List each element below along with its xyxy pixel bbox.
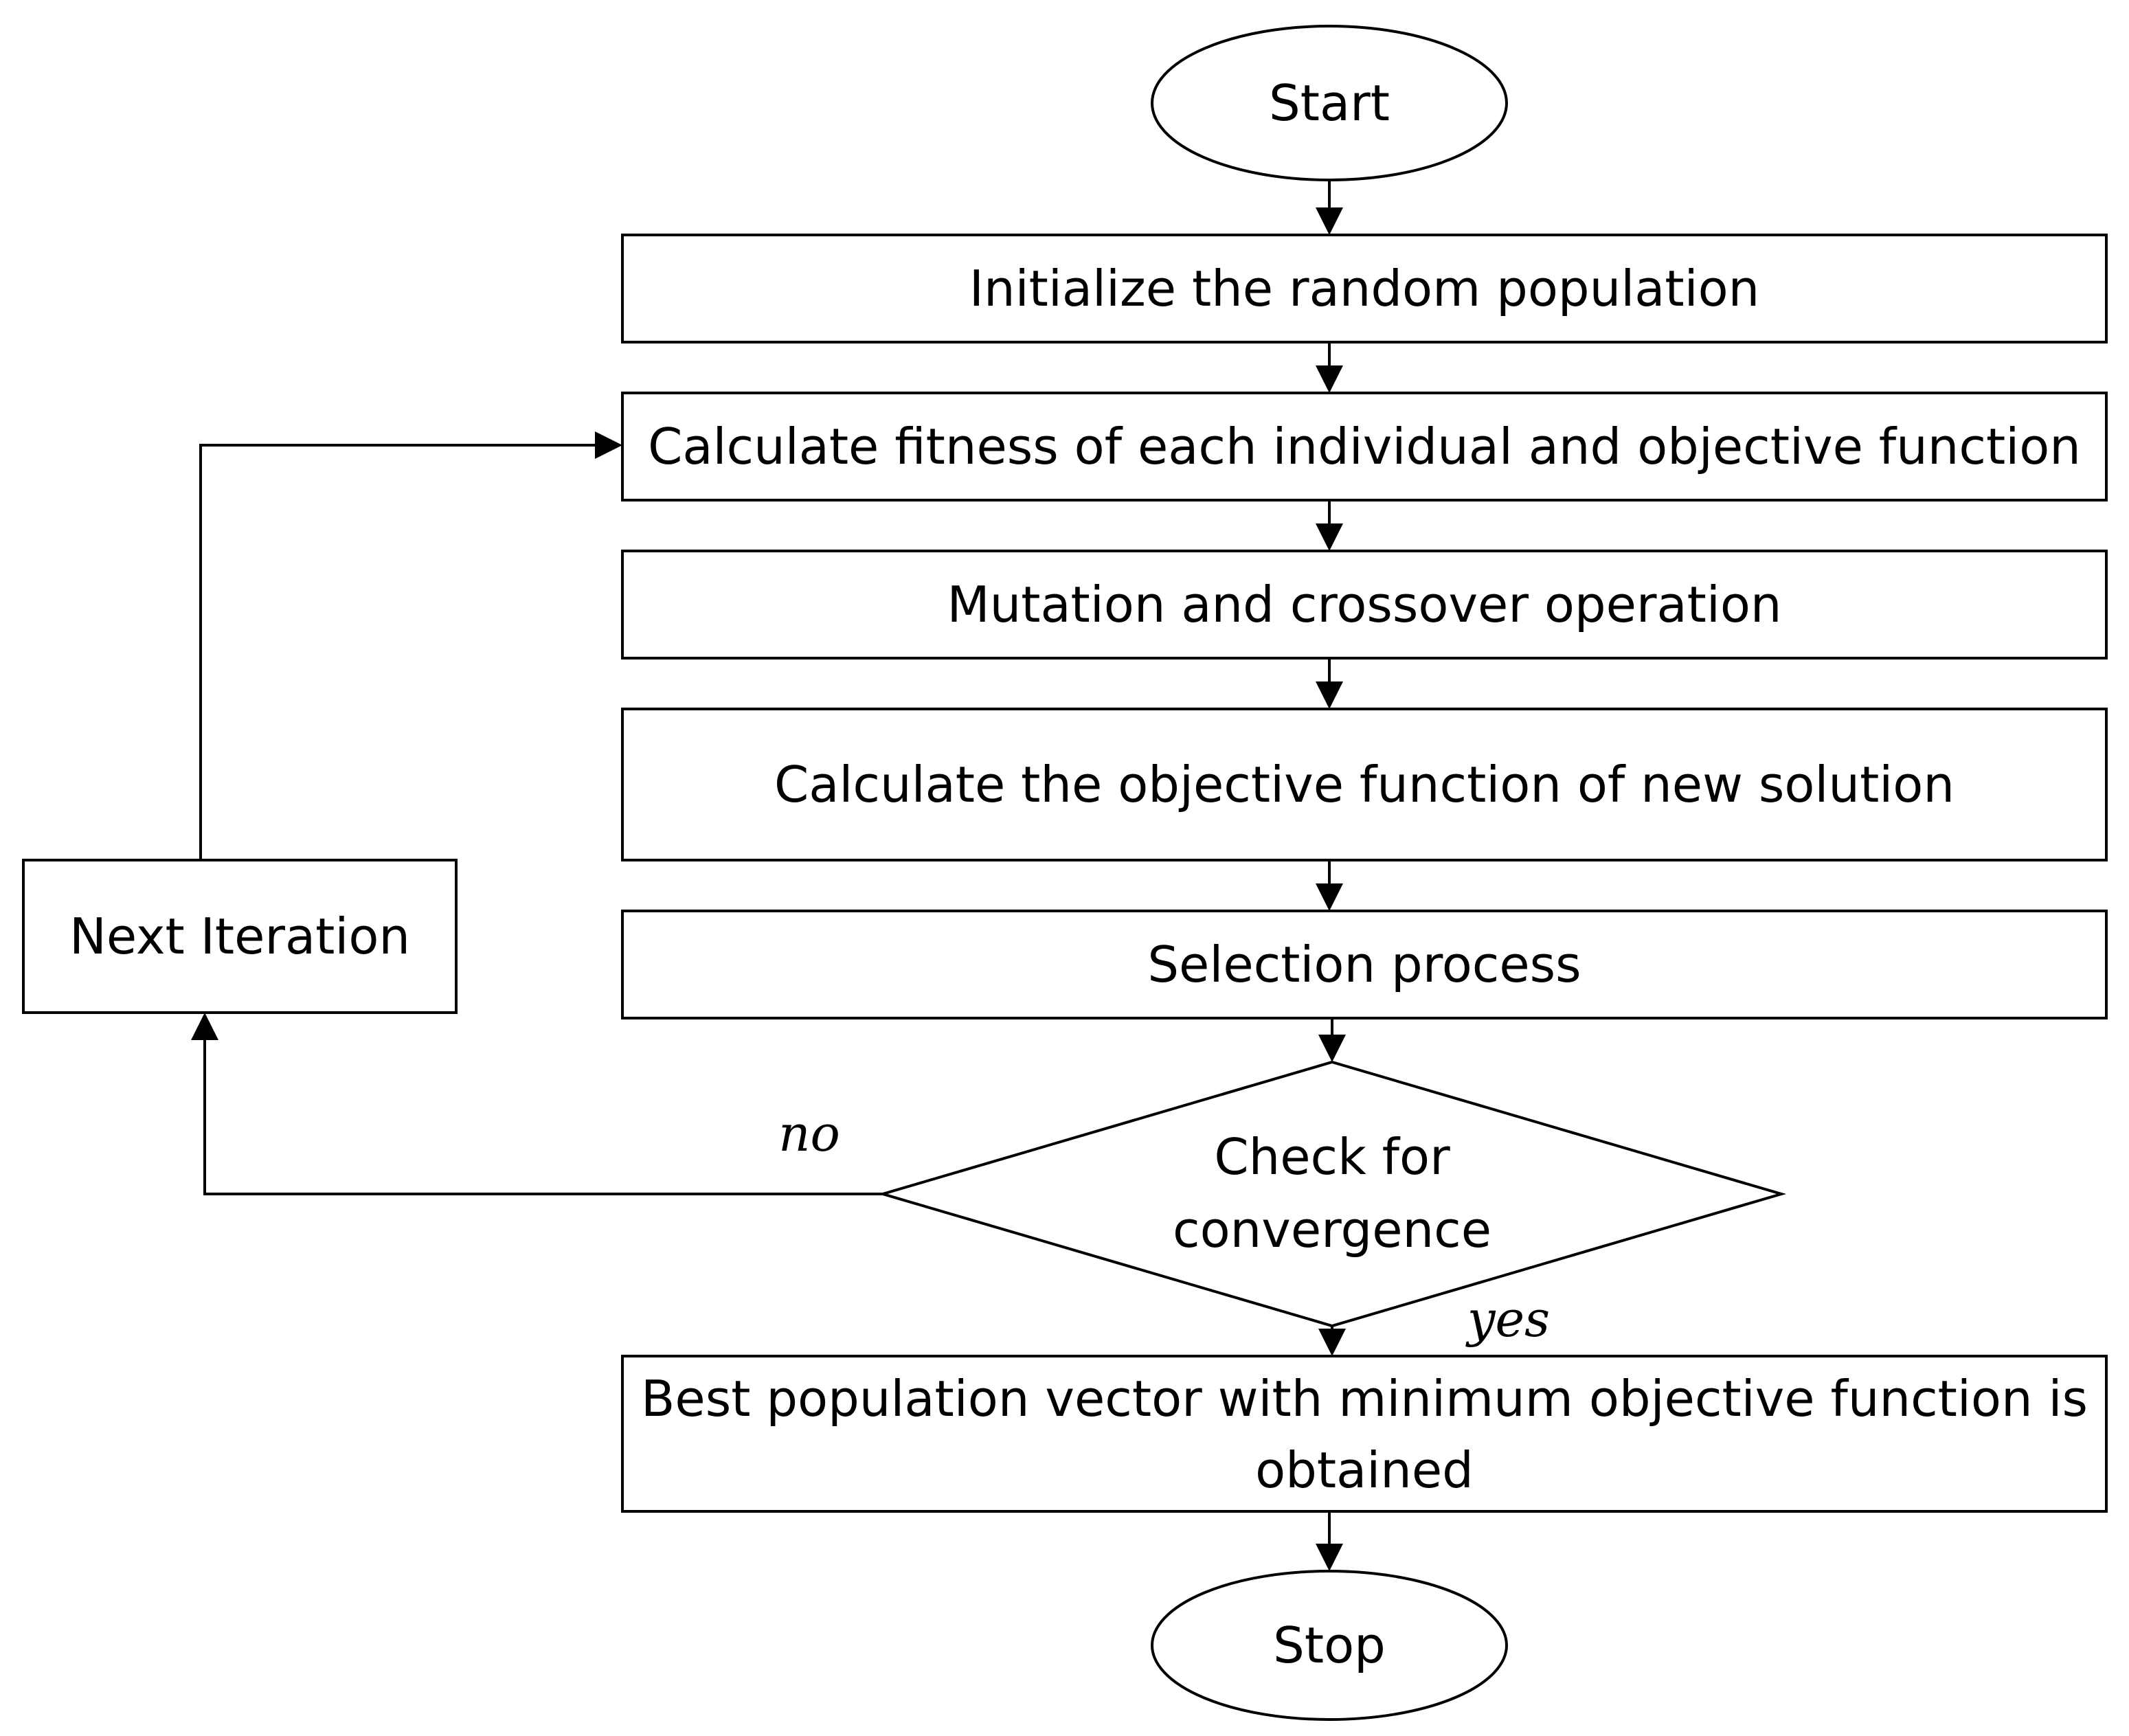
next-iteration-process: Next Iteration: [22, 859, 458, 1014]
convergence-label-line2: convergence: [1173, 1201, 1491, 1259]
yes-branch-label: yes: [1465, 1290, 1550, 1348]
mutation-label: Mutation and crossover operation: [947, 576, 1781, 633]
initialize-process: Initialize the random population: [621, 234, 2108, 343]
start-label: Start: [1269, 74, 1390, 132]
best-result-label-line2: obtained: [1255, 1441, 1474, 1499]
stop-node: Stop: [1151, 1570, 1508, 1721]
arrow-next-iteration-to-fitness: [199, 431, 622, 860]
convergence-decision: Check for convergence: [877, 1060, 1787, 1328]
no-branch-label: no: [778, 1105, 840, 1162]
objective-new-label: Calculate the objective function of new …: [774, 756, 1955, 813]
fitness-process: Calculate fitness of each individual and…: [621, 392, 2108, 501]
best-result-label-line1: Best population vector with minimum obje…: [641, 1370, 2088, 1428]
arrow-convergence-no-to-next-iteration: [191, 1013, 883, 1195]
next-iteration-label: Next Iteration: [69, 908, 410, 965]
fitness-label: Calculate fitness of each individual and…: [648, 418, 2081, 475]
initialize-label: Initialize the random population: [969, 260, 1760, 317]
best-result-process: Best population vector with minimum obje…: [621, 1355, 2108, 1513]
convergence-label-line1: Check for: [1214, 1128, 1450, 1186]
objective-new-process: Calculate the objective function of new …: [621, 708, 2108, 861]
selection-label: Selection process: [1147, 936, 1581, 993]
selection-process: Selection process: [621, 910, 2108, 1019]
mutation-process: Mutation and crossover operation: [621, 550, 2108, 660]
stop-label: Stop: [1273, 1616, 1386, 1674]
start-node: Start: [1151, 25, 1508, 181]
